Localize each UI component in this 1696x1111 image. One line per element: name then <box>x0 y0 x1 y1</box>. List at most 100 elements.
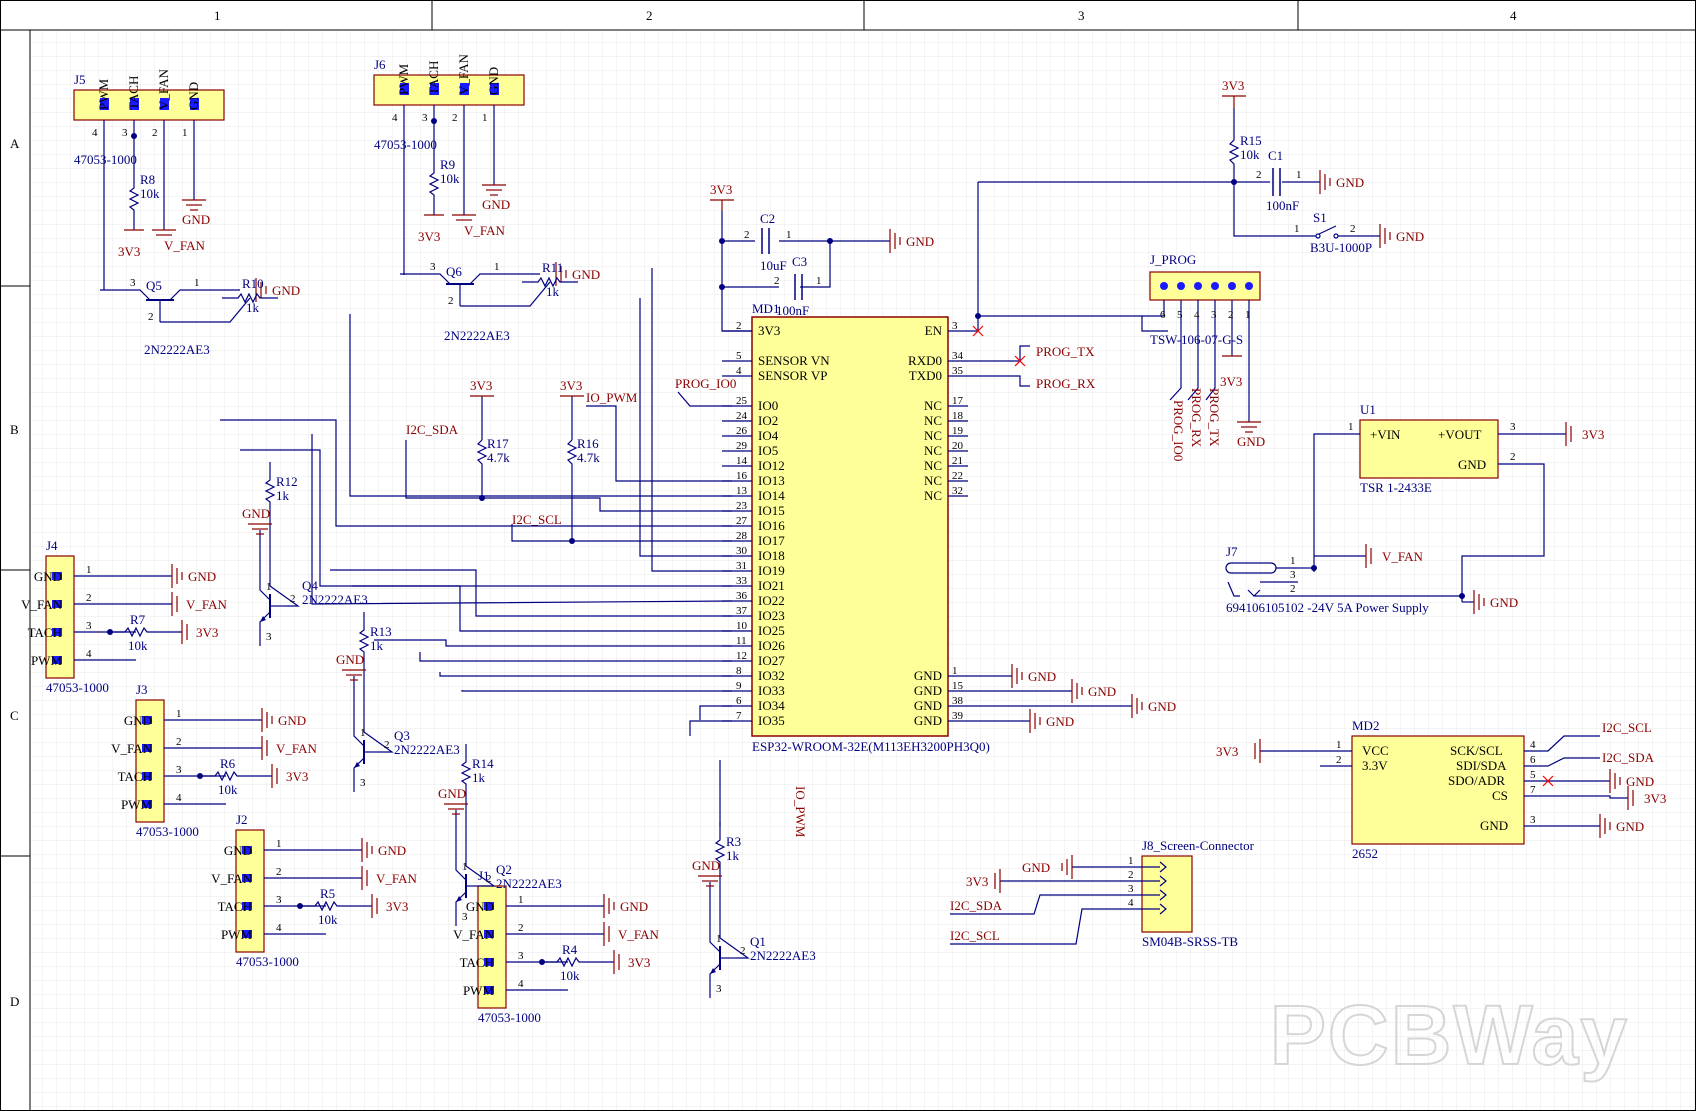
md1-right-wiring <box>968 181 1290 387</box>
j7-pin-3: 3 <box>1290 569 1296 581</box>
sensor-module-md2[interactable] <box>1351 735 1525 845</box>
resistor-value: 1k <box>726 848 740 863</box>
barrel-jack-j7[interactable] <box>1225 562 1298 597</box>
resistor-body <box>714 822 726 882</box>
net-prog-rx-md1: PROG_RX <box>1036 376 1096 391</box>
md2-net-scl: I2C_SCL <box>1602 720 1652 735</box>
gnd-label: GND <box>1148 699 1176 714</box>
power-label: GND <box>692 858 720 873</box>
net-io-pwm: IO_PWM <box>586 390 638 405</box>
prog-header-j-prog[interactable] <box>1149 271 1261 301</box>
md2-pin-cs: CS <box>1492 788 1508 803</box>
resistor-designator: R6 <box>220 756 236 771</box>
zone-row-a: A <box>10 136 20 151</box>
fan-header-j6[interactable]: J647053-1000PWM4TACH3V_FAN2GND1GNDV_FAN3… <box>373 53 525 275</box>
net-i2c-scl: I2C_SCL <box>512 512 562 527</box>
md1-pin-name: IO18 <box>758 548 785 563</box>
resistor-body <box>128 170 140 230</box>
resistor-designator: R4 <box>562 942 578 957</box>
transistor-pin: 2 <box>384 739 390 751</box>
md1-pin-number: 10 <box>736 620 748 632</box>
screen-connector-j8[interactable] <box>1141 855 1193 933</box>
gnd-label: GND <box>1626 774 1654 789</box>
fan-header-pin-name: PWM <box>31 653 63 668</box>
capacitor-c1[interactable] <box>1272 168 1281 196</box>
md1-pin-name: IO25 <box>758 623 785 638</box>
gnd-label: GND <box>1396 229 1424 244</box>
fan-header-pin-number: 2 <box>518 922 524 934</box>
fan-header-pin-number: 4 <box>92 127 98 139</box>
s1-pin-2: 2 <box>1350 223 1356 235</box>
resistor-designator: R10 <box>242 276 264 291</box>
power-label: GND <box>278 713 306 728</box>
resistor-designator: R12 <box>276 474 298 489</box>
resistor-designator: R9 <box>440 157 455 172</box>
fan-header-pin-number: 3 <box>122 127 128 139</box>
transistor-designator: Q6 <box>446 264 462 279</box>
svg-text:6: 6 <box>1530 754 1536 766</box>
transistor-pin: 1 <box>266 581 272 593</box>
md1-pin-number: 27 <box>736 515 748 527</box>
resistor-value: 10k <box>140 186 160 201</box>
switch-s1[interactable] <box>1290 225 1380 239</box>
zone-row-d: D <box>10 994 19 1009</box>
u1-junctions <box>1311 565 1465 599</box>
c1-pin-2: 2 <box>1256 169 1262 181</box>
capacitor-c2[interactable] <box>761 228 770 254</box>
fan-header-pin-name: V_FAN <box>211 871 253 886</box>
fan-header-part: 47053-1000 <box>136 824 199 839</box>
power-label: V_FAN <box>186 597 228 612</box>
gnd-symbol-u1: GND <box>1473 590 1518 614</box>
power-label: V_FAN <box>164 238 206 253</box>
md2-cs-3v3 <box>1627 786 1634 810</box>
capacitor-c3[interactable] <box>794 274 803 300</box>
fan-header-pin-number: 2 <box>152 127 158 139</box>
md1-3v3-symbol <box>710 199 734 211</box>
transistor-designator: Q1 <box>750 934 766 949</box>
md1-pin-number: 22 <box>952 470 963 482</box>
fan-header-j5[interactable]: J547053-1000PWM4TACH3V_FAN2GND1GNDV_FAN3… <box>73 68 225 290</box>
r16-value: 4.7k <box>577 450 600 465</box>
s1-part: B3U-1000P <box>1310 240 1372 255</box>
prog-io0-wire <box>677 391 732 407</box>
resistor-body <box>110 626 164 638</box>
fan-header-pin-name: GND <box>486 67 501 95</box>
power-label: 3V3 <box>628 955 650 970</box>
resistor-r15[interactable] <box>1228 108 1240 182</box>
fan-header-pin-number: 4 <box>86 648 92 660</box>
md1-pin-name: IO0 <box>758 398 778 413</box>
gnd-symbol-j-prog: GND <box>1237 421 1265 449</box>
fan-header-pin-number: 2 <box>176 736 182 748</box>
md1-pin-name: IO35 <box>758 713 785 728</box>
zone-col-2: 2 <box>646 8 653 23</box>
transistor-designator: Q2 <box>496 862 512 877</box>
transistor-designator: Q5 <box>146 278 162 293</box>
transistor-pin: 2 <box>740 945 746 957</box>
j8-part: SM04B-SRSS-TB <box>1142 934 1238 949</box>
md1-pin-number: 19 <box>952 425 964 437</box>
fan-header-pin-name: GND <box>124 713 152 728</box>
fan-header-pin-number: 2 <box>276 866 282 878</box>
md1-pin-number: 7 <box>736 710 742 722</box>
fan-header-pin-name: V_FAN <box>111 741 153 756</box>
dc-converter-u1[interactable] <box>1359 419 1499 479</box>
c2-pin-2: 2 <box>744 229 750 241</box>
md2-3v3-symbol <box>1254 739 1261 763</box>
fan-header-pin-number: 4 <box>276 922 282 934</box>
reset-3v3-symbol <box>1222 95 1246 108</box>
transistor-pin: 2 <box>486 873 492 885</box>
j7-part: 694106105102 -24V 5A Power Supply <box>1226 600 1429 615</box>
net-io-pwm-q1: IO_PWM <box>793 786 808 838</box>
md1-pin-number: 2 <box>736 320 742 332</box>
